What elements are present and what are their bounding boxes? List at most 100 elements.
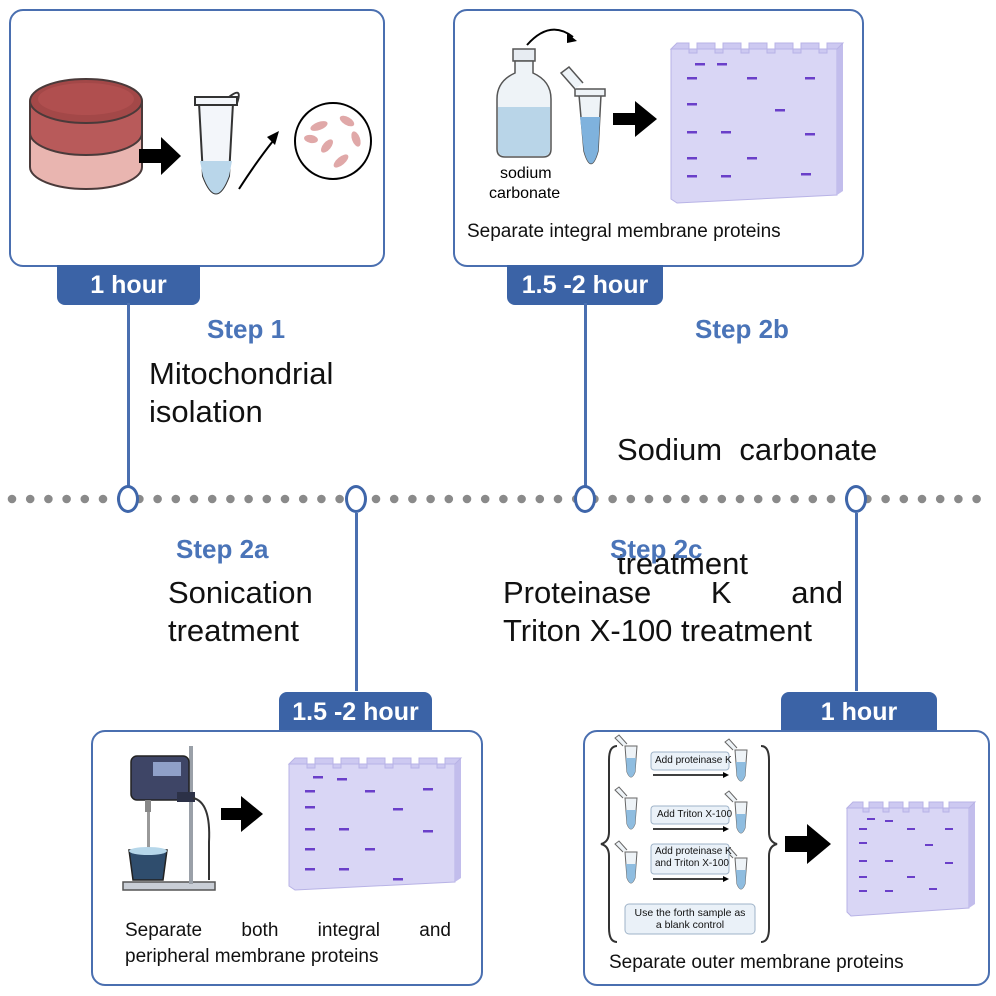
step2a-caption-line1: Separate both integral and xyxy=(125,920,451,941)
step2b-connector xyxy=(584,303,587,489)
step1-illustration xyxy=(29,78,372,195)
timeline-dot xyxy=(62,494,71,504)
step2c-caption: Separate outer membrane proteins xyxy=(609,952,904,973)
step1-connector xyxy=(127,303,130,489)
step2a-caption-line2: peripheral membrane proteins xyxy=(125,946,379,967)
tube-icon xyxy=(724,790,748,834)
timeline-dot xyxy=(80,494,90,504)
step2a-time-badge: 1.5 -2 hour xyxy=(279,692,432,732)
step2c-card: Add proteinase K Add Triton X-100 Add pr… xyxy=(583,730,990,986)
timeline-marker-step2b xyxy=(574,485,596,513)
step2a-illustration xyxy=(122,746,463,891)
tube-icon xyxy=(194,91,240,195)
step1-description: Mitochondrial isolation xyxy=(149,356,334,429)
reagent-label: carbonate xyxy=(489,185,560,202)
timeline-dot xyxy=(499,494,508,504)
step2b-illustration: sodium carbonate xyxy=(489,28,845,204)
gel-icon xyxy=(845,801,977,917)
tube-icon xyxy=(724,738,748,782)
timeline-dot xyxy=(717,494,727,504)
timeline-dot xyxy=(408,494,417,504)
timeline-dot xyxy=(335,494,344,504)
gel-icon xyxy=(669,42,845,204)
timeline-dot xyxy=(517,494,526,504)
timeline-dot xyxy=(790,494,799,504)
timeline-dot xyxy=(626,494,636,504)
timeline-marker-step2c xyxy=(845,485,867,513)
reagent-box-triton: Add Triton X-100 xyxy=(657,809,733,820)
timeline-dot xyxy=(535,494,545,504)
step2c-description: Proteinase K and Triton X-100 treatment xyxy=(503,575,843,648)
timeline-dot xyxy=(207,494,217,504)
timeline-dot xyxy=(298,494,308,504)
step2a-card: Separate both integral and peripheral me… xyxy=(91,730,483,986)
brace-right-icon xyxy=(760,745,778,943)
timeline-dot xyxy=(899,494,909,504)
curved-arrow-icon xyxy=(238,140,274,190)
timeline-dot xyxy=(753,494,763,504)
timeline-dot xyxy=(262,494,272,504)
reagent-label: sodium xyxy=(500,165,552,182)
timeline-dot xyxy=(553,494,563,504)
step2b-card: sodium carbonate Separate integral membr… xyxy=(453,9,864,267)
timeline-dot xyxy=(371,494,381,504)
timeline-dot xyxy=(935,494,945,504)
sonicator-icon xyxy=(122,746,216,891)
reagent-box-both: Add proteinase K and Triton X-100 xyxy=(655,846,732,869)
tube-icon xyxy=(614,786,638,830)
step2c-title: Step 2c xyxy=(610,534,703,564)
timeline-dot xyxy=(480,494,490,504)
timeline-dot xyxy=(881,494,890,504)
step2c-connector xyxy=(855,513,858,691)
timeline-dot xyxy=(644,494,654,504)
arrow-right-icon xyxy=(139,137,181,175)
step2c-illustration xyxy=(600,734,977,943)
timeline-dot xyxy=(772,494,781,504)
step2a-title: Step 2a xyxy=(176,534,269,564)
step2b-caption: Separate integral membrane proteins xyxy=(467,221,781,242)
timeline-dot xyxy=(389,494,399,504)
gel-icon xyxy=(287,757,463,891)
step1-title: Step 1 xyxy=(207,314,286,344)
reagent-box-proteinase: Add proteinase K xyxy=(655,755,732,766)
timeline-dot xyxy=(44,494,53,504)
curved-arrow-icon xyxy=(526,28,574,46)
timeline-dot xyxy=(7,494,17,504)
mitochondria-icon xyxy=(294,102,372,180)
timeline-dot xyxy=(189,494,199,504)
brace-left-icon xyxy=(600,745,618,943)
arrow-right-icon xyxy=(613,101,657,137)
tube-icon xyxy=(614,840,638,884)
timeline-dot xyxy=(972,494,981,504)
arrow-right-icon xyxy=(221,796,263,832)
timeline-dot xyxy=(444,494,454,504)
step2c-time-badge: 1 hour xyxy=(781,692,937,732)
timeline-dot xyxy=(244,494,253,504)
step2a-description: Sonication treatment xyxy=(168,575,313,648)
timeline-dot xyxy=(699,494,708,504)
timeline-dot xyxy=(681,494,690,504)
timeline-dot xyxy=(917,494,927,504)
timeline-dot xyxy=(226,494,235,504)
timeline-dot xyxy=(25,494,35,504)
tube-icon xyxy=(614,734,638,778)
timeline-dot xyxy=(808,494,818,504)
timeline-dot xyxy=(98,494,108,504)
timeline-marker-step2a xyxy=(345,485,367,513)
petri-dish-icon xyxy=(29,78,143,190)
timeline-dot xyxy=(153,494,162,504)
step2b-description: Sodium carbonate treatment xyxy=(617,432,878,581)
control-box: Use the forth sample as a blank control xyxy=(634,907,746,931)
step2b-title: Step 2b xyxy=(695,314,789,344)
timeline-dot xyxy=(171,494,181,504)
step1-card xyxy=(9,9,385,267)
step2a-connector xyxy=(355,513,358,691)
timeline-dot xyxy=(462,494,472,504)
bottle-icon xyxy=(496,48,552,158)
timeline-dot xyxy=(426,494,435,504)
timeline-marker-step1 xyxy=(117,485,139,513)
arrow-right-icon xyxy=(785,824,831,864)
timeline-dot xyxy=(735,494,745,504)
timeline-dot xyxy=(317,494,326,504)
timeline-dot xyxy=(662,494,672,504)
